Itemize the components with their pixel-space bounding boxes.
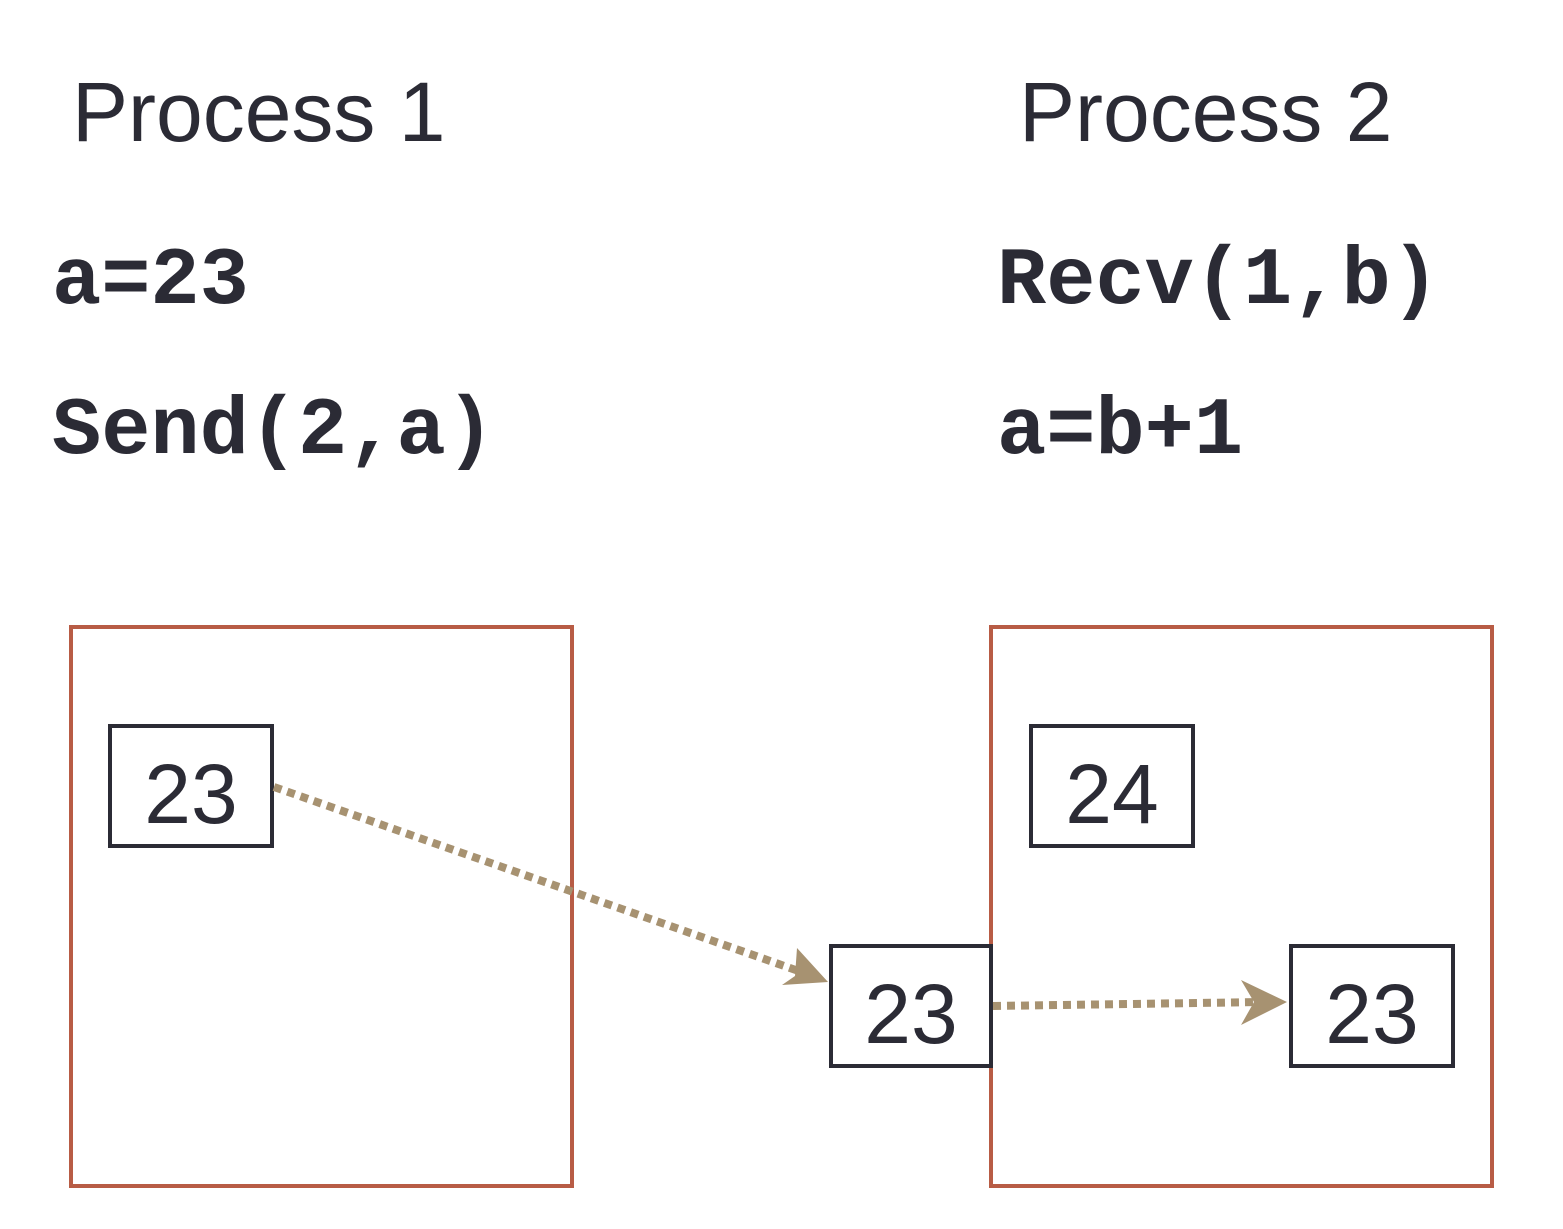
process-1-code-line-2: Send(2,a)	[52, 385, 495, 478]
process-1-title: Process 1	[72, 65, 446, 159]
process-2-variable-b-cell: 23	[1289, 944, 1455, 1068]
process-2-variable-a-cell: 24	[1029, 724, 1195, 848]
process-1-code-line-1: a=23	[52, 235, 249, 328]
process-2-memory	[989, 625, 1494, 1188]
message-cell: 23	[829, 944, 993, 1068]
process-2-code-line-2: a=b+1	[997, 385, 1244, 478]
process-1-variable-cell: 23	[108, 724, 274, 848]
process-2-title: Process 2	[1019, 65, 1393, 159]
process-1-memory	[69, 625, 574, 1188]
process-2-code-line-1: Recv(1,b)	[997, 235, 1440, 328]
